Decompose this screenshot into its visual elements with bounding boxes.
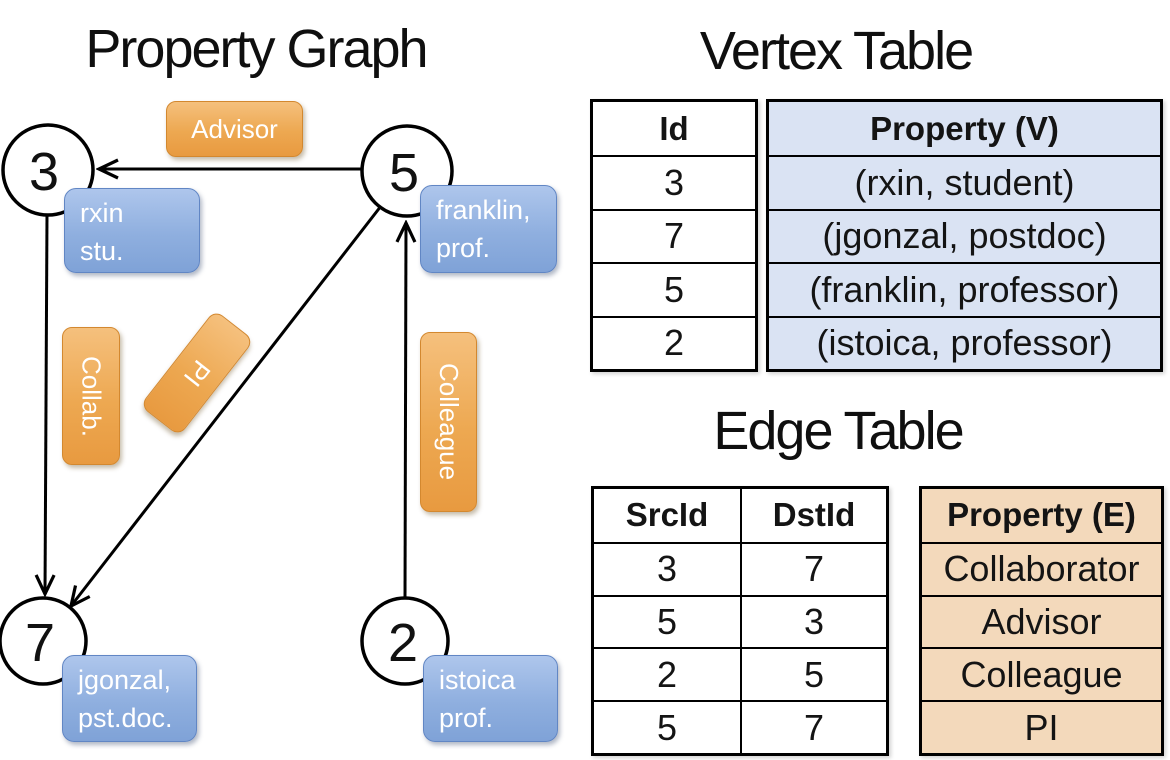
vertex-row-property: (istoica, professor) [769,315,1160,369]
node-5-label: franklin, prof. [420,185,557,273]
node-2-label-line2: prof. [439,703,494,733]
vertex-row-property: (rxin, student) [769,155,1160,208]
vertex-row-id: 2 [593,315,755,369]
property-graph-canvas: 3 5 7 2 [0,123,454,686]
node-3-label-line1: rxin [80,198,124,228]
edge-collaborator-arrow [45,213,47,594]
edge-table-header-property: Property (E) [947,496,1136,534]
property-graph-title: Property Graph [85,19,428,79]
edge-label-pi-text: PI [178,354,217,393]
edge-label-collab: Collab. [62,327,120,465]
edge-row-property: Advisor [922,594,1161,648]
node-5-id: 5 [389,143,419,203]
edge-label-colleague-text: Colleague [434,363,464,481]
edge-colleague-arrow [405,223,406,600]
node-7-label-line1: jgonzal, [78,665,172,695]
edge-table-id-columns: SrcId DstId 3 7 5 3 2 5 5 7 [591,486,889,756]
edge-table-header-srcid: SrcId [625,496,709,534]
vertex-table-property-column: Property (V) (rxin, student) (jgonzal, p… [766,99,1163,372]
node-7-label-line2: pst.doc. [78,703,173,733]
edge-label-advisor-text: Advisor [191,113,278,144]
vertex-row-property: (franklin, professor) [769,262,1160,315]
node-2-id: 2 [388,613,418,673]
node-7-label: jgonzal, pst.doc. [62,655,197,742]
vertex-row-id: 3 [593,155,755,208]
edge-row-dstid: 3 [740,594,886,648]
node-3-id: 3 [29,142,59,202]
edge-table-title: Edge Table [713,401,964,461]
edge-row-srcid: 5 [594,594,740,648]
edge-label-collab-text: Collab. [76,355,107,437]
edge-row-srcid: 2 [594,647,740,700]
vertex-row-id: 7 [593,208,755,262]
edge-table-property-column: Property (E) Collaborator Advisor Collea… [919,486,1164,756]
node-2-label-line1: istoica [439,665,516,695]
node-5-label-line2: prof. [436,233,491,263]
edge-row-srcid: 3 [594,541,740,595]
edge-pi-arrow [71,205,383,606]
node-3-label-line2: stu. [80,236,124,266]
edge-row-property: Collaborator [922,541,1161,595]
edge-row-dstid: 7 [740,700,886,753]
node-5-label-line1: franklin, [436,195,531,225]
edge-row-dstid: 5 [740,647,886,701]
vertex-row-property: (jgonzal, postdoc) [769,208,1160,262]
vertex-table-header-property: Property (V) [870,109,1059,147]
vertex-table-title: Vertex Table [699,21,974,81]
vertex-table-id-column: Id 3 7 5 2 [590,99,758,372]
vertex-table-header-id: Id [659,109,689,147]
vertex-row-id: 5 [593,262,755,315]
edge-label-colleague: Colleague [420,332,477,512]
edge-row-srcid: 5 [594,700,740,753]
edge-row-dstid: 7 [740,541,886,595]
node-3-label: rxin stu. [64,188,200,273]
edge-label-advisor: Advisor [166,101,303,157]
edge-table-header-dstid: DstId [740,489,886,542]
edge-row-property: PI [922,700,1161,753]
edge-row-property: Colleague [922,647,1161,700]
node-2-label: istoica prof. [423,655,558,742]
node-7-id: 7 [25,613,55,673]
